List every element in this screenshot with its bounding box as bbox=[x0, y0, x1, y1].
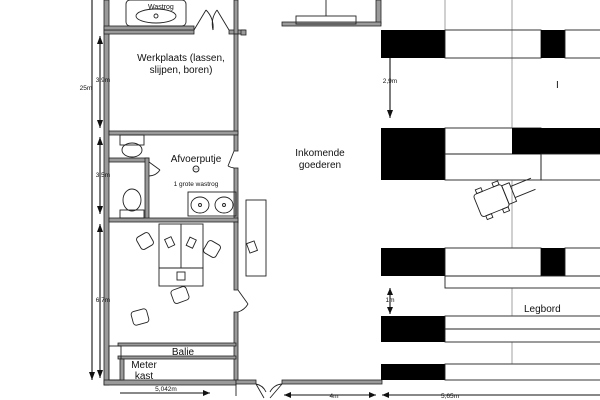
office-cabinet bbox=[245, 199, 267, 277]
sanitary-door bbox=[148, 161, 161, 177]
room-incoming: Inkomende bbox=[295, 148, 345, 159]
room-workshop-line2: slijpen, boren) bbox=[150, 65, 213, 76]
rack-row-1 bbox=[381, 29, 600, 59]
dim-width-left: 5,042m bbox=[155, 386, 177, 393]
forklift-icon bbox=[473, 177, 536, 221]
room-incoming-line2: goederen bbox=[299, 160, 341, 171]
top-sink bbox=[125, 0, 187, 27]
dim-total-height: 25m bbox=[80, 85, 93, 92]
rack-fragment-letter: I bbox=[556, 80, 559, 91]
room-meter-line2: kast bbox=[135, 371, 154, 382]
sink-label: Wastrog bbox=[148, 4, 174, 11]
room-counter: Balie bbox=[172, 347, 195, 358]
double-sink bbox=[187, 191, 237, 217]
rack-row-5 bbox=[381, 363, 600, 381]
dim-gap-height: 1m bbox=[385, 297, 394, 304]
office-chairs bbox=[130, 232, 221, 326]
room-shelf: Legbord bbox=[524, 304, 561, 315]
office-desks bbox=[158, 223, 204, 287]
toilet-bottom bbox=[119, 188, 145, 219]
dim-width-mid: 4m bbox=[329, 393, 338, 400]
rack-row-4 bbox=[381, 315, 600, 343]
sanitary-right-door bbox=[227, 150, 235, 169]
dim-office-height: 6,7m bbox=[96, 297, 110, 304]
rack-row-2 bbox=[381, 127, 600, 181]
sink-big-label: 1 grote wastrog bbox=[174, 181, 219, 188]
dimension-lines bbox=[89, 0, 600, 398]
entrance-door bbox=[235, 383, 283, 399]
rack-row-3 bbox=[381, 247, 600, 289]
walls bbox=[103, 0, 383, 386]
dim-sanitary-height: 3,5m bbox=[96, 172, 110, 179]
meter-cabinet bbox=[108, 345, 125, 381]
dim-corridor-height: 2,9m bbox=[383, 78, 397, 85]
workshop-door bbox=[193, 9, 230, 31]
room-meter: Meter bbox=[131, 360, 157, 371]
office-door bbox=[237, 289, 249, 313]
top-fixture bbox=[295, 0, 357, 25]
dim-workshop-height: 3,9m bbox=[96, 77, 110, 84]
dim-width-right: 5,65m bbox=[441, 393, 459, 400]
drain-icon bbox=[192, 165, 200, 173]
warehouse-lines bbox=[444, 0, 513, 364]
toilet-top bbox=[119, 134, 145, 158]
room-drain: Afvoerputje bbox=[171, 154, 222, 165]
room-workshop: Werkplaats (lassen, bbox=[137, 53, 225, 64]
